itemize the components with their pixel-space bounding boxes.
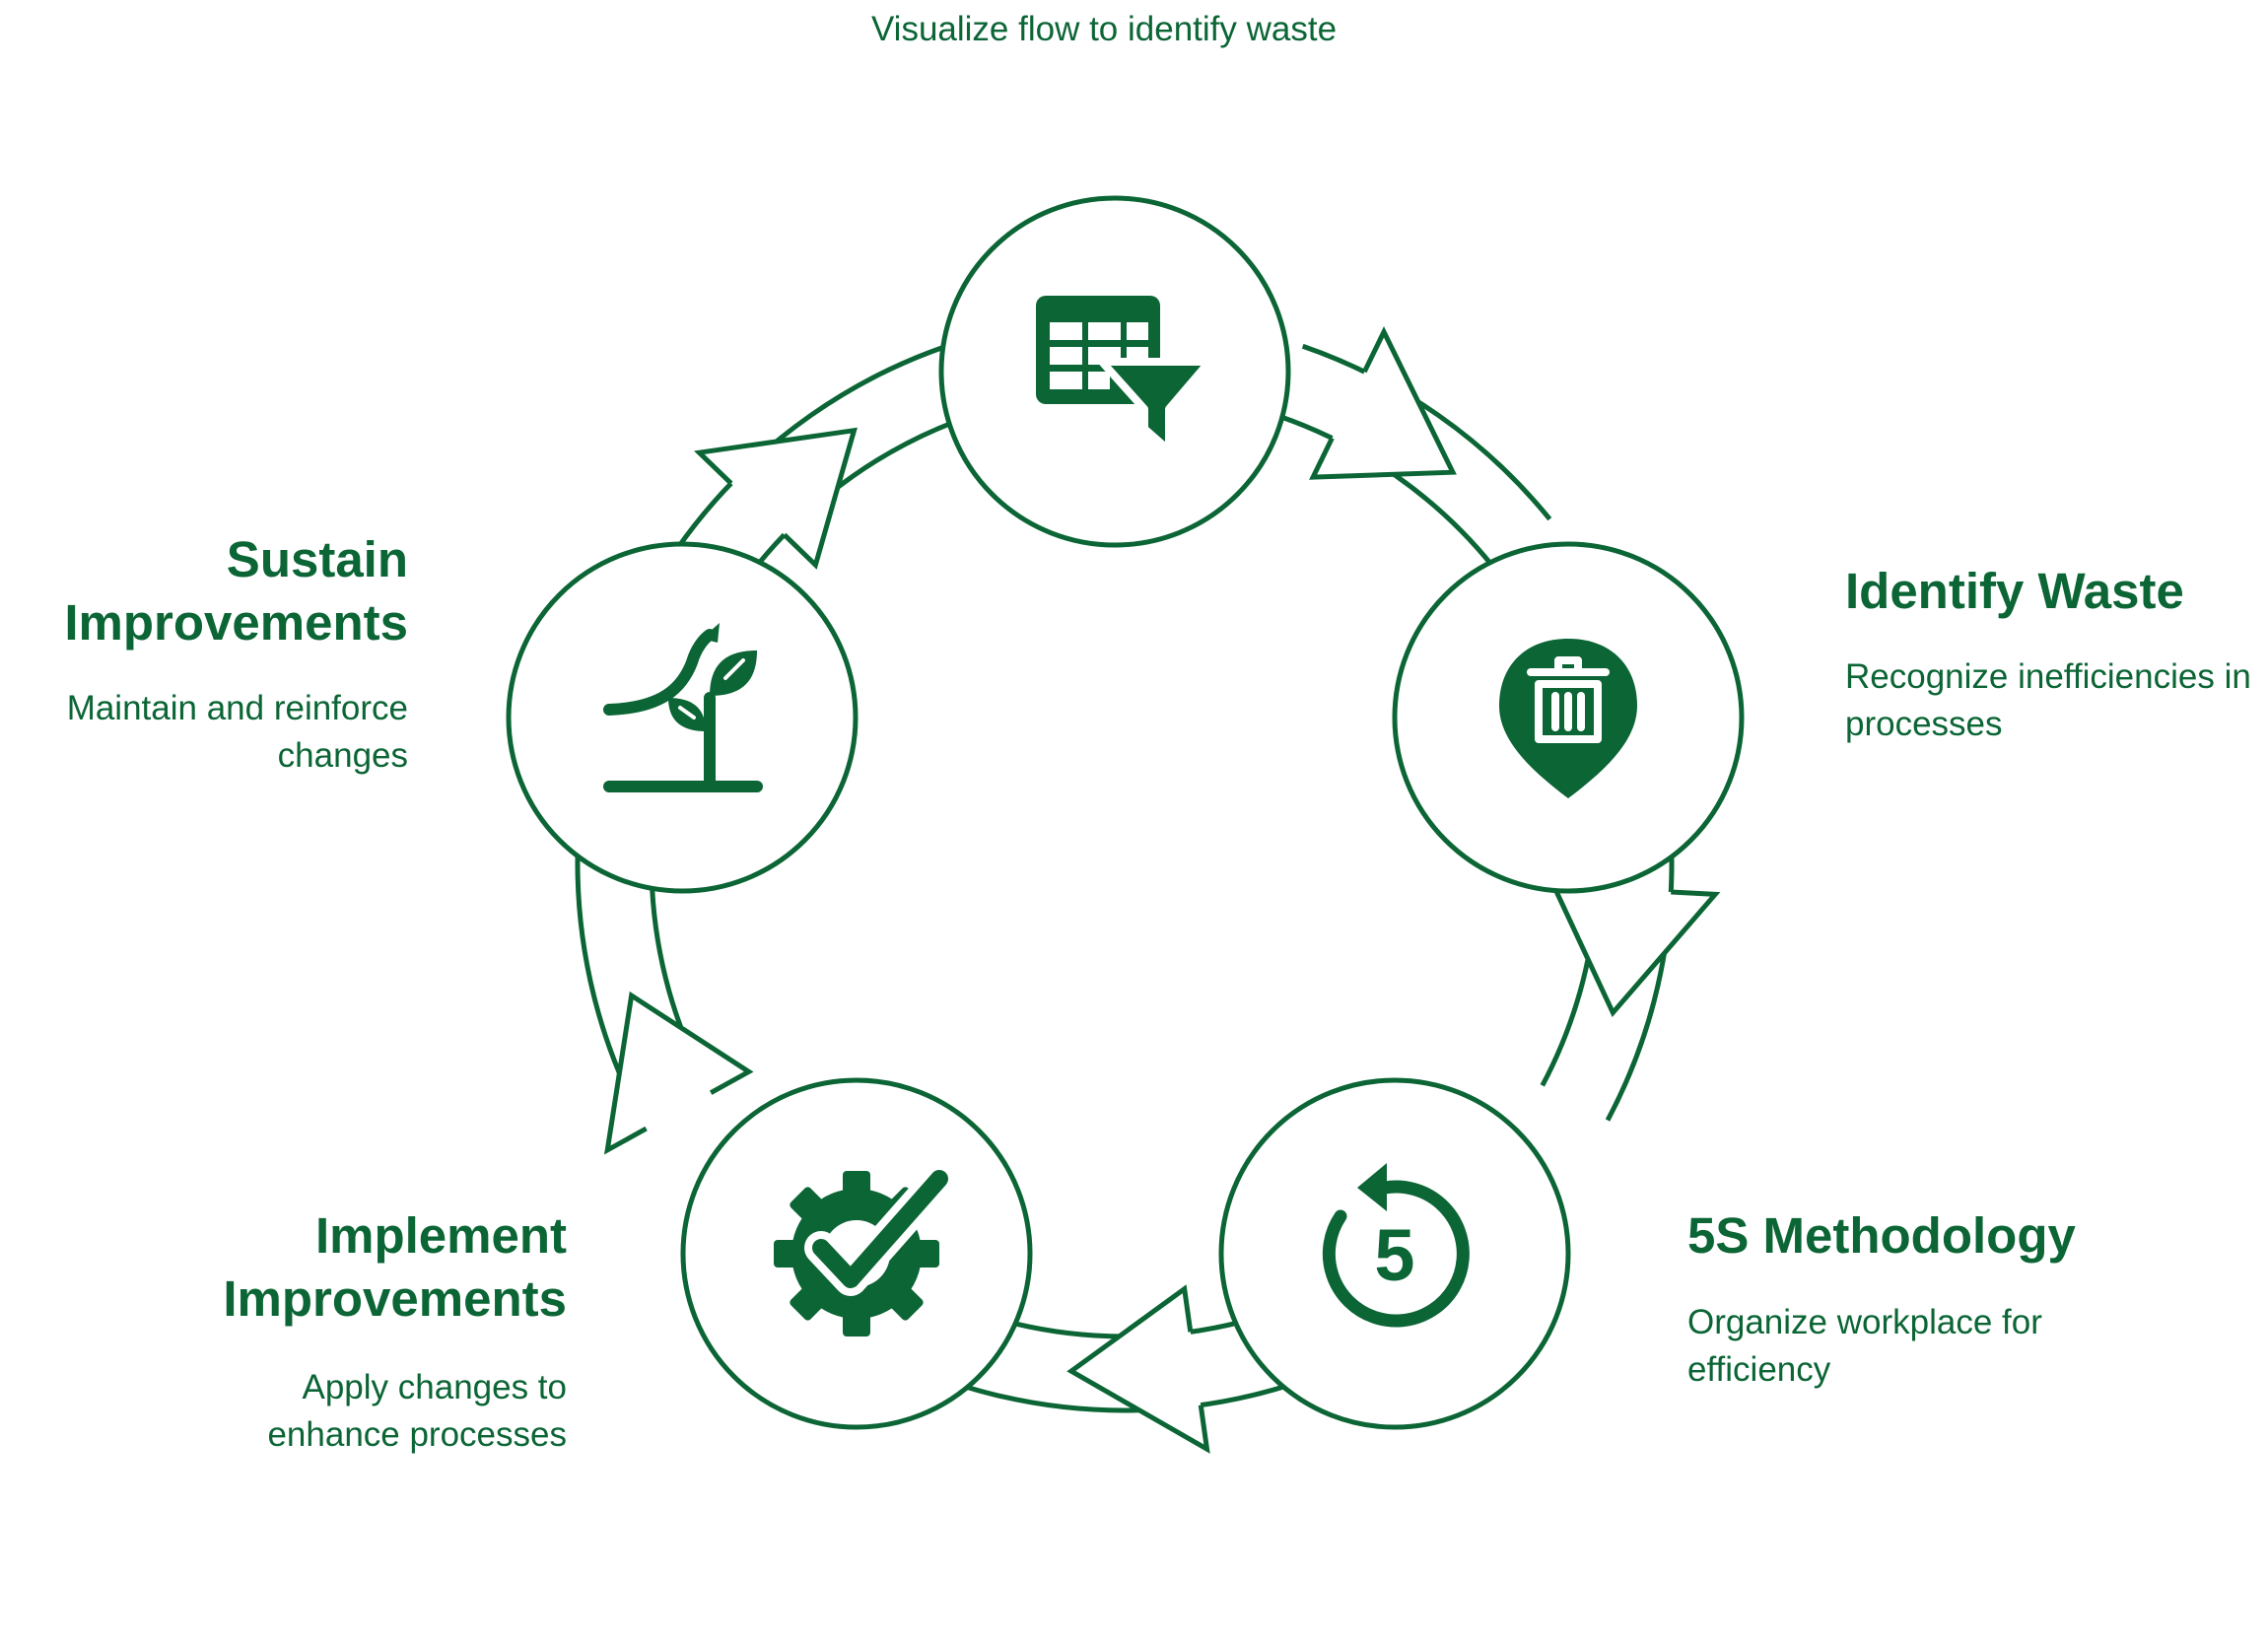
- stage-node-visualize[interactable]: [938, 195, 1291, 548]
- growth-plant-icon: [603, 623, 763, 792]
- cycle-arrowhead-fill: [1081, 1331, 1196, 1408]
- cycle-arrowhead-fill: [733, 436, 846, 533]
- stage-3-description: Organize workplace for efficiency: [1687, 1303, 2042, 1389]
- cycle-arrows: [603, 326, 1721, 1454]
- stage-5-description: Maintain and reinforce changes: [66, 689, 408, 775]
- stage-node-sustain[interactable]: [506, 541, 859, 894]
- stage-3-title: 5S Methodology: [1687, 1207, 2076, 1264]
- gear-check-icon: [774, 1162, 956, 1337]
- cycle-arrowhead-fill: [634, 1005, 711, 1125]
- cycle-arrowhead-fill: [1336, 372, 1445, 466]
- cycle-five-icon: 5: [1322, 1163, 1470, 1328]
- stage-2-description: Recognize inefficiencies in processes: [1845, 657, 2251, 743]
- stage-4-title: Implement Improvements: [223, 1207, 567, 1327]
- stage-node-implement[interactable]: [680, 1077, 1033, 1430]
- svg-text:5: 5: [1374, 1214, 1414, 1296]
- trash-pin-icon: [1499, 639, 1637, 798]
- stage-4-description: Apply changes to enhance processes: [267, 1368, 567, 1454]
- stage-2-title: Identify Waste: [1845, 563, 2184, 619]
- cycle-arrowhead-fill: [1595, 893, 1673, 1003]
- stage-node-5s[interactable]: 5: [1218, 1077, 1571, 1430]
- table-filter-icon: [1036, 296, 1213, 454]
- ring-rim-arc: [1301, 343, 1552, 521]
- stage-1-description: Visualize flow to identify waste: [870, 10, 1338, 48]
- stage-5-title: Sustain Improvements: [64, 531, 408, 651]
- stage-node-identify-waste[interactable]: [1392, 541, 1745, 894]
- ring-rim-arc: [674, 332, 985, 552]
